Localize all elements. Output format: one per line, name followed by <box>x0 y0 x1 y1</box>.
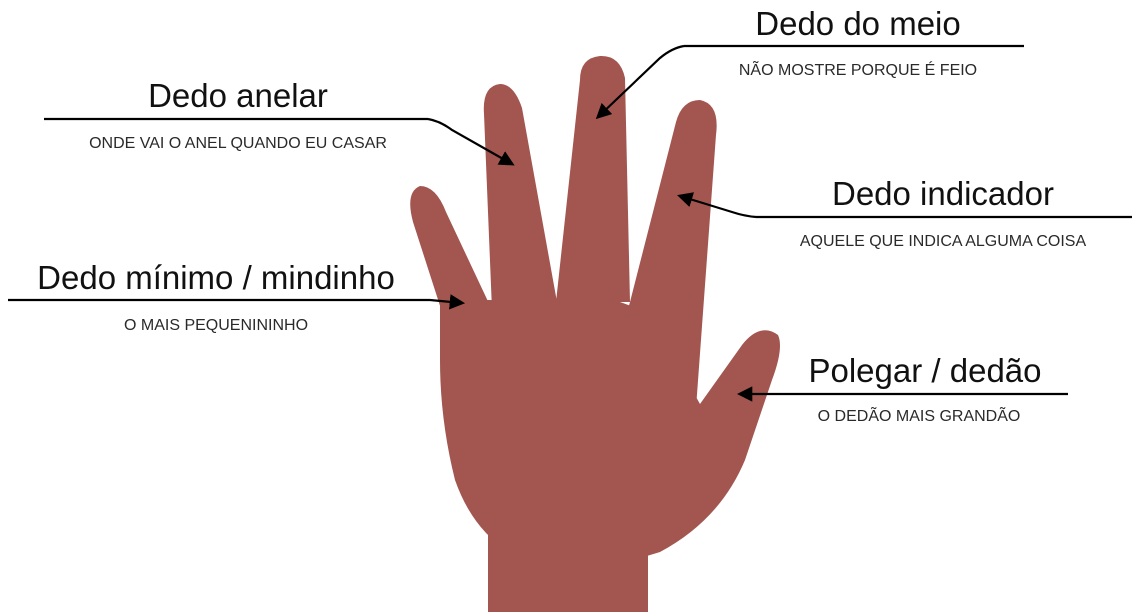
hand-index-finger <box>622 100 717 408</box>
label-little-finger: Dedo mínimo / mindinho O MAIS PEQUENININ… <box>8 259 466 334</box>
hand-illustration <box>410 55 780 612</box>
middle-finger-arrow <box>595 44 685 120</box>
label-index-finger: Dedo indicador AQUELE QUE INDICA ALGUMA … <box>677 175 1132 250</box>
thumb-subtitle: O DEDÃO MAIS GRANDÃO <box>818 405 1021 425</box>
index-finger-title: Dedo indicador <box>832 175 1054 212</box>
thumb-title: Polegar / dedão <box>808 352 1041 389</box>
middle-finger-subtitle: NÃO MOSTRE PORQUE É FEIO <box>739 59 977 79</box>
little-finger-title: Dedo mínimo / mindinho <box>37 259 395 296</box>
little-finger-arrow <box>429 294 466 310</box>
hand-middle-finger <box>556 55 630 302</box>
hand-palm <box>440 300 780 566</box>
ring-finger-title: Dedo anelar <box>148 77 328 114</box>
index-finger-arrow <box>677 192 757 219</box>
label-thumb: Polegar / dedão O DEDÃO MAIS GRANDÃO <box>736 352 1068 425</box>
middle-finger-title: Dedo do meio <box>755 5 960 42</box>
ring-finger-subtitle: ONDE VAI O ANEL QUANDO EU CASAR <box>89 135 387 152</box>
ring-finger-arrow <box>427 117 515 166</box>
hand-ring-finger <box>483 84 557 310</box>
hand-little-finger <box>410 186 493 312</box>
label-middle-finger: Dedo do meio NÃO MOSTRE PORQUE É FEIO <box>595 5 1024 120</box>
index-finger-subtitle: AQUELE QUE INDICA ALGUMA COISA <box>800 233 1087 250</box>
little-finger-subtitle: O MAIS PEQUENININHO <box>124 317 308 334</box>
label-ring-finger: Dedo anelar ONDE VAI O ANEL QUANDO EU CA… <box>44 77 515 166</box>
